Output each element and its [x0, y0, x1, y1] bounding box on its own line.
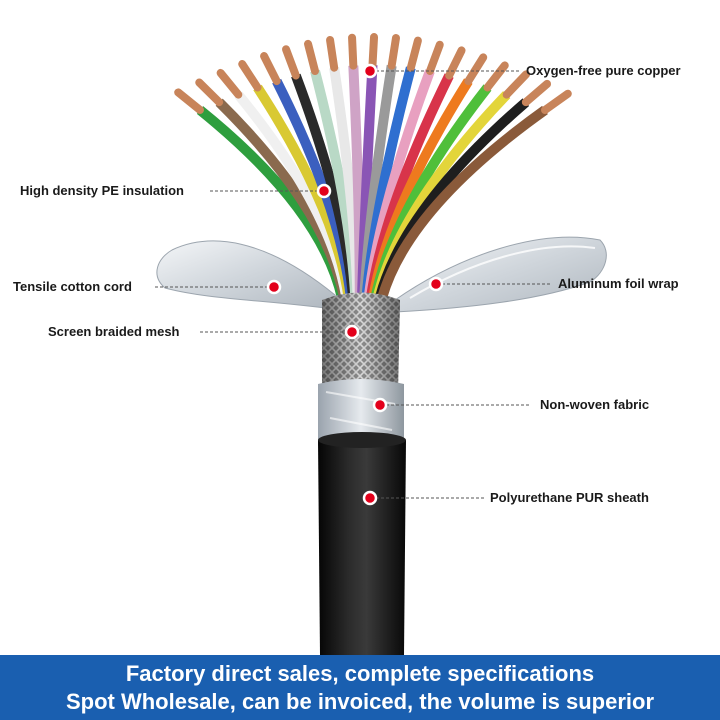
label-cotton-cord: Tensile cotton cord: [13, 279, 132, 294]
copper-strands: [502, 70, 531, 99]
insulated-conductors: [174, 33, 572, 300]
banner-line-1: Factory direct sales, complete specifica…: [125, 660, 595, 686]
label-copper: Oxygen-free pure copper: [526, 63, 681, 78]
copper-strands: [348, 33, 358, 70]
marker-foil-wrap: [428, 276, 444, 292]
copper-strands: [426, 40, 444, 76]
copper-strands: [174, 88, 204, 114]
promo-banner: Factory direct sales, complete specifica…: [0, 655, 720, 720]
copper-strands: [483, 61, 509, 92]
pur-sheath: [318, 432, 406, 655]
copper-strands: [445, 46, 466, 80]
insulated-wire: [377, 105, 548, 300]
callout-markers: [266, 63, 444, 506]
label-pe-insulation: High density PE insulation: [20, 183, 184, 198]
label-pur-sheath: Polyurethane PUR sheath: [490, 490, 649, 505]
copper-strands: [195, 78, 224, 107]
label-braided-mesh: Screen braided mesh: [48, 324, 180, 339]
marker-pe-insulation: [316, 183, 332, 199]
copper-strands: [464, 53, 488, 86]
marker-copper: [362, 63, 378, 79]
copper-strands: [521, 79, 552, 107]
marker-braided-mesh: [344, 324, 360, 340]
label-foil-wrap: Aluminum foil wrap: [558, 276, 679, 291]
copper-strands: [216, 68, 243, 99]
copper-strands: [406, 36, 422, 72]
copper-strands: [282, 45, 300, 80]
marker-pur-sheath: [362, 490, 378, 506]
banner-line-2: Spot Wholesale, can be invoiced, the vol…: [65, 688, 655, 714]
copper-strands: [238, 60, 262, 92]
copper-strands: [326, 36, 339, 72]
copper-strands: [368, 33, 379, 69]
marker-non-woven: [372, 397, 388, 413]
copper-strands: [387, 34, 400, 70]
copper-strands: [260, 52, 281, 86]
copper-strands: [304, 39, 319, 76]
copper-strands: [541, 89, 572, 114]
leader-lines: [155, 70, 552, 499]
label-non-woven: Non-woven fabric: [540, 397, 650, 412]
screen-braided-mesh: [322, 292, 400, 397]
marker-cotton-cord: [266, 279, 282, 295]
